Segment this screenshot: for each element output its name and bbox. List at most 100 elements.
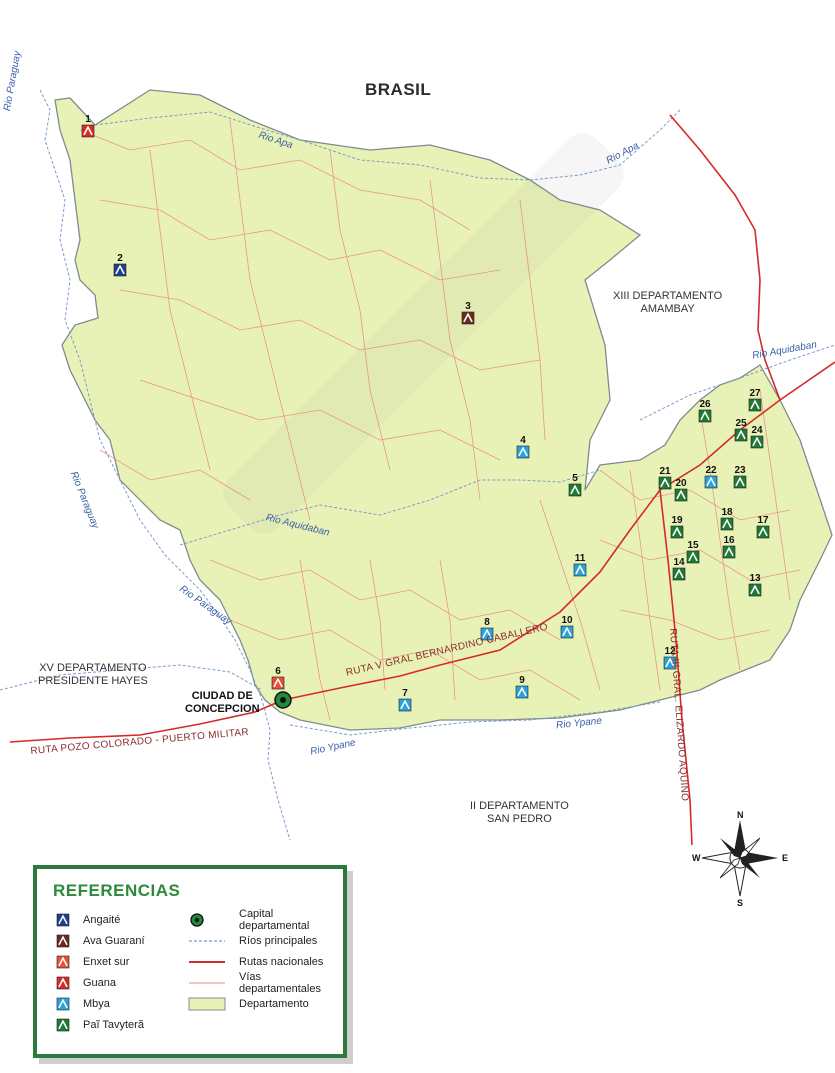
community-number-5: 5 [572,473,578,484]
legend-group-label: Ava Guaraní [83,934,145,947]
community-number-26: 26 [699,399,711,410]
community-marker-21[interactable]: 21 [658,466,672,490]
community-number-10: 10 [561,615,573,626]
capital-concepcion-marker[interactable] [274,691,292,709]
route-north [669,114,781,401]
legend-group-row: Enxet sur [55,951,145,972]
community-marker-2[interactable]: 2 [113,253,127,277]
community-number-12: 12 [664,646,676,657]
label-brasil: BRASIL [365,80,432,99]
compass-w-label: W [692,853,701,863]
legend-item-department: Departamento [187,993,343,1014]
community-marker-12[interactable]: 12 [663,646,677,670]
community-number-6: 6 [275,666,281,677]
community-number-19: 19 [671,515,683,526]
community-marker-9[interactable]: 9 [515,675,529,699]
community-marker-14[interactable]: 14 [672,557,686,581]
community-number-23: 23 [734,465,746,476]
community-marker-18[interactable]: 18 [720,507,734,531]
community-number-4: 4 [520,435,526,446]
legend-item-national-routes: Rutas nacionales [187,951,343,972]
community-number-22: 22 [705,465,717,476]
community-marker-17[interactable]: 17 [756,515,770,539]
compass-s-label: S [737,898,744,908]
community-number-3: 3 [465,301,471,312]
national-route-line-icon [189,960,225,963]
legend-label-national-routes: Rutas nacionales [239,955,324,968]
river-line-icon [189,939,225,942]
community-marker-3[interactable]: 3 [461,301,475,325]
community-marker-7[interactable]: 7 [398,688,412,712]
main-rivers [0,89,835,841]
community-number-20: 20 [675,478,687,489]
community-number-14: 14 [673,557,685,568]
dept-road-line-icon [189,982,225,983]
community-number-15: 15 [687,540,699,551]
legend-group-row: Guana [55,972,145,993]
legend-group-row: Mbya [55,993,145,1014]
community-marker-25[interactable]: 25 [734,418,748,442]
legend-label-department: Departamento [239,997,309,1010]
community-number-2: 2 [117,253,123,264]
tent-icon [56,955,70,968]
legend-group-row: Ava Guaraní [55,930,145,951]
legend-item-dept-roads: Vías departamentales [187,970,343,995]
community-number-13: 13 [749,573,761,584]
capital-icon [190,912,204,927]
tent-icon [56,997,70,1010]
community-number-24: 24 [751,425,763,436]
community-number-9: 9 [519,675,525,686]
community-number-11: 11 [575,553,586,564]
legend-item-rivers: Ríos principales [187,930,343,951]
legend-label-capital: Capital departamental [239,907,310,932]
community-number-1: 1 [85,114,91,125]
community-marker-13[interactable]: 13 [748,573,762,597]
route-pozo-colorado [9,699,284,743]
community-marker-6[interactable]: 6 [271,666,285,690]
community-marker-4[interactable]: 4 [516,435,530,459]
legend-label-dept-roads: Vías departamentales [239,970,321,995]
community-number-21: 21 [659,466,671,477]
community-number-17: 17 [757,515,769,526]
legend-group-row: Angaité [55,909,145,930]
legend-items: Capital departamental Ríos principales R… [187,907,343,1014]
legend-title: REFERENCIAS [53,881,181,900]
community-marker-15[interactable]: 15 [686,540,700,564]
community-number-18: 18 [721,507,733,518]
departmental-roads [79,119,801,721]
community-marker-20[interactable]: 20 [674,478,688,502]
community-number-8: 8 [484,617,490,628]
community-marker-1[interactable]: 1 [81,114,95,138]
community-marker-10[interactable]: 10 [560,615,574,639]
community-marker-19[interactable]: 19 [670,515,684,539]
compass-rose-icon [701,820,778,897]
watermark [223,133,624,534]
tent-icon [56,934,70,947]
community-marker-8[interactable]: 8 [480,617,494,641]
tent-icon [56,913,70,926]
tent-icon [56,976,70,989]
legend-group-label: Guana [83,976,117,989]
community-marker-16[interactable]: 16 [722,535,736,559]
community-number-27: 27 [749,388,761,399]
legend-group-label: Paĩ Tavyterã [83,1018,144,1031]
community-marker-24[interactable]: 24 [750,425,764,449]
department-fill-icon [188,997,226,1010]
community-marker-23[interactable]: 23 [733,465,747,489]
legend-label-rivers: Ríos principales [239,934,318,947]
tent-icon [56,1018,70,1031]
community-marker-5[interactable]: 5 [568,473,582,497]
community-marker-22[interactable]: 22 [704,465,718,489]
legend-group-label: Mbya [83,997,110,1010]
legend-item-capital: Capital departamental [187,907,343,932]
compass-e-label: E [782,853,789,863]
community-marker-27[interactable]: 27 [748,388,762,412]
community-marker-26[interactable]: 26 [698,399,712,423]
community-number-25: 25 [735,418,747,429]
department-concepcion-area [54,89,833,731]
community-marker-11[interactable]: 11 [573,553,587,577]
